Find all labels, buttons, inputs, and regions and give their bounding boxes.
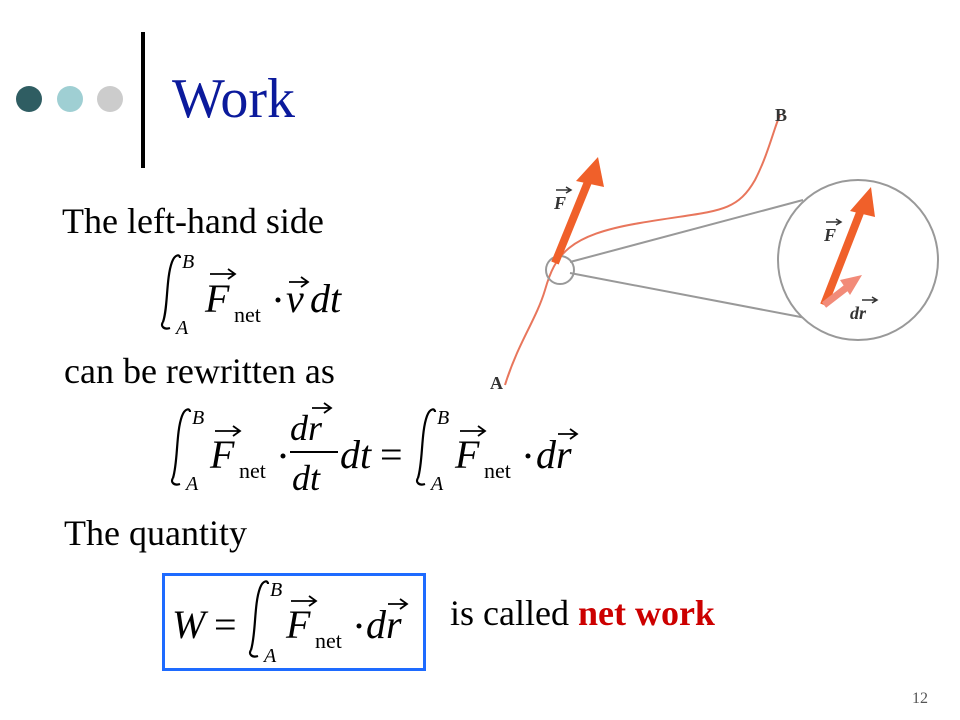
upper-limit: B [192, 407, 204, 429]
displacement-arrow-head [840, 275, 862, 295]
vector-arrow [210, 268, 237, 280]
vector-arrow [388, 598, 409, 610]
net-subscript: net [484, 458, 511, 483]
dot-operator [525, 453, 531, 459]
vector-arrow [862, 296, 879, 304]
decor-dot-teal [57, 86, 83, 112]
work-definition-box [162, 573, 426, 671]
vector-arrow [460, 425, 487, 437]
integral-sign [415, 408, 437, 486]
lower-limit: A [262, 645, 277, 664]
force-arrow-shaft [551, 175, 594, 265]
dot-operator [356, 623, 362, 629]
upper-limit: B [270, 579, 282, 601]
vector-arrow [558, 428, 579, 440]
net-work-highlight: net work [577, 593, 715, 633]
equation-lhs: B A F net v dt [160, 251, 342, 338]
work-symbol: W [172, 602, 209, 647]
force-path-diagram: A B F F dr [490, 105, 939, 393]
text-is-called: is called net work [450, 592, 715, 634]
vector-arrow [556, 186, 573, 194]
displacement-label: dr [850, 303, 867, 323]
equation-work: W = B A F net dr [172, 579, 409, 664]
vector-arrow [826, 218, 843, 226]
text-quantity: The quantity [64, 513, 247, 553]
magnified-view-circle [777, 179, 939, 341]
fraction-numerator: dr [290, 408, 323, 448]
vector-arrow [312, 402, 333, 414]
outer-force-label: F [553, 193, 566, 213]
force-arrow-head [576, 157, 604, 187]
decor-vertical-bar [141, 32, 145, 168]
inner-force-arrow-shaft [820, 203, 867, 307]
lower-limit: A [429, 473, 444, 495]
dr-symbol: dr [536, 432, 572, 477]
equation-rewritten: B A F net dr dt dt = B A F net dr [170, 402, 579, 498]
velocity-symbol: v [286, 276, 304, 321]
force-symbol: F [209, 432, 235, 477]
upper-limit: B [182, 251, 194, 273]
inner-force-arrow-head [850, 187, 875, 217]
vector-arrow [291, 595, 318, 607]
force-symbol: F [204, 276, 230, 321]
displacement-arrow-shaft [821, 285, 849, 308]
integral-sign [170, 408, 192, 486]
net-subscript: net [315, 628, 342, 653]
force-symbol: F [285, 602, 311, 647]
dot-operator [280, 453, 286, 459]
point-a-label: A [490, 373, 503, 393]
dt-symbol: dt [340, 432, 372, 477]
net-subscript: net [239, 458, 266, 483]
dot-operator [275, 297, 281, 303]
upper-limit: B [437, 407, 449, 429]
magnifier-line-bottom [569, 272, 807, 319]
lower-limit: A [184, 473, 199, 495]
called-prefix: is called [450, 593, 578, 633]
slide-title: Work [172, 68, 296, 130]
net-subscript: net [234, 302, 261, 327]
magnifier-line-top [569, 199, 804, 263]
integral-sign [248, 580, 270, 658]
dr-symbol: dr [366, 602, 402, 647]
page-number: 12 [912, 690, 928, 707]
point-b-label: B [775, 105, 787, 125]
integral-sign [160, 254, 182, 330]
inner-force-label: F [823, 225, 836, 245]
dt-symbol: dt [310, 276, 342, 321]
trajectory-path [504, 114, 781, 386]
decor-dot-gray [97, 86, 123, 112]
equals-sign: = [380, 432, 403, 477]
text-rewritten: can be rewritten as [64, 351, 335, 391]
force-symbol: F [454, 432, 480, 477]
lower-limit: A [174, 317, 189, 338]
vector-arrow [289, 276, 310, 288]
fraction-denominator: dt [292, 458, 321, 498]
equals-sign: = [214, 602, 237, 647]
decor-dot-dark [16, 86, 42, 112]
vector-arrow [215, 425, 242, 437]
text-left-hand-side: The left-hand side [62, 201, 324, 241]
